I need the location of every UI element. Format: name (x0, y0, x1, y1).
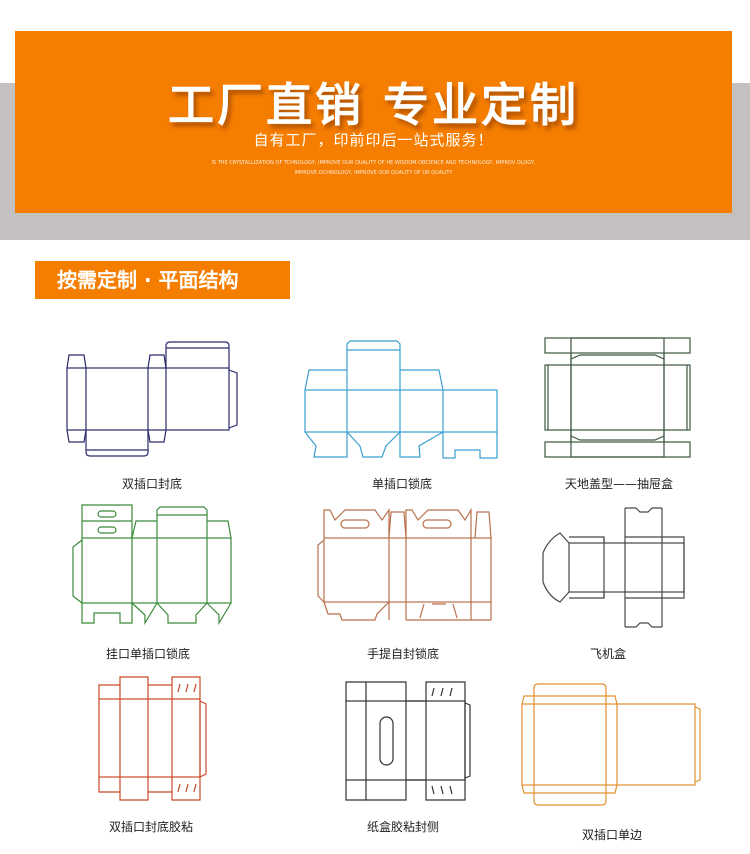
dieline-double-tuck-glued (98, 676, 207, 801)
box-label: 双插口封底 (121, 477, 182, 491)
dieline-handle-lock-bottom (317, 507, 492, 621)
box-label: 双插口封底胶粘 (108, 820, 193, 834)
box-label: 手提自封锁底 (366, 647, 439, 661)
dieline-lid-base-drawer (544, 337, 691, 458)
banner-headline: 工厂直销 专业定制 (167, 78, 579, 132)
promo-banner: 工厂直销 专业定制 自有工厂，印前印后一站式服务！ IS THE CRYSTAL… (15, 31, 732, 213)
box-label: 挂口单插口锁底 (105, 647, 190, 661)
dieline-glued-side-window (345, 681, 471, 801)
banner-english-text: IS THE CRYSTALLIZATION OF TCHNOLOGY, IMP… (211, 160, 536, 176)
dieline-double-tuck-single-side (521, 683, 701, 806)
box-label: 单插口锁底 (371, 477, 432, 491)
section-title: 按需定制 · 平面结构 (35, 261, 290, 299)
dieline-single-tuck-lock-bottom (304, 340, 498, 459)
dieline-hang-tab-tuck (72, 504, 232, 626)
dieline-mailer-box (542, 507, 685, 628)
box-label: 天地盖型——抽屉盒 (564, 477, 673, 491)
dieline-double-tuck (66, 341, 238, 457)
box-label: 飞机盒 (589, 647, 626, 661)
banner-subline: 自有工厂，印前印后一站式服务！ (253, 131, 494, 149)
box-label: 双插口单边 (581, 828, 642, 842)
box-label: 纸盒胶粘封侧 (366, 820, 439, 834)
